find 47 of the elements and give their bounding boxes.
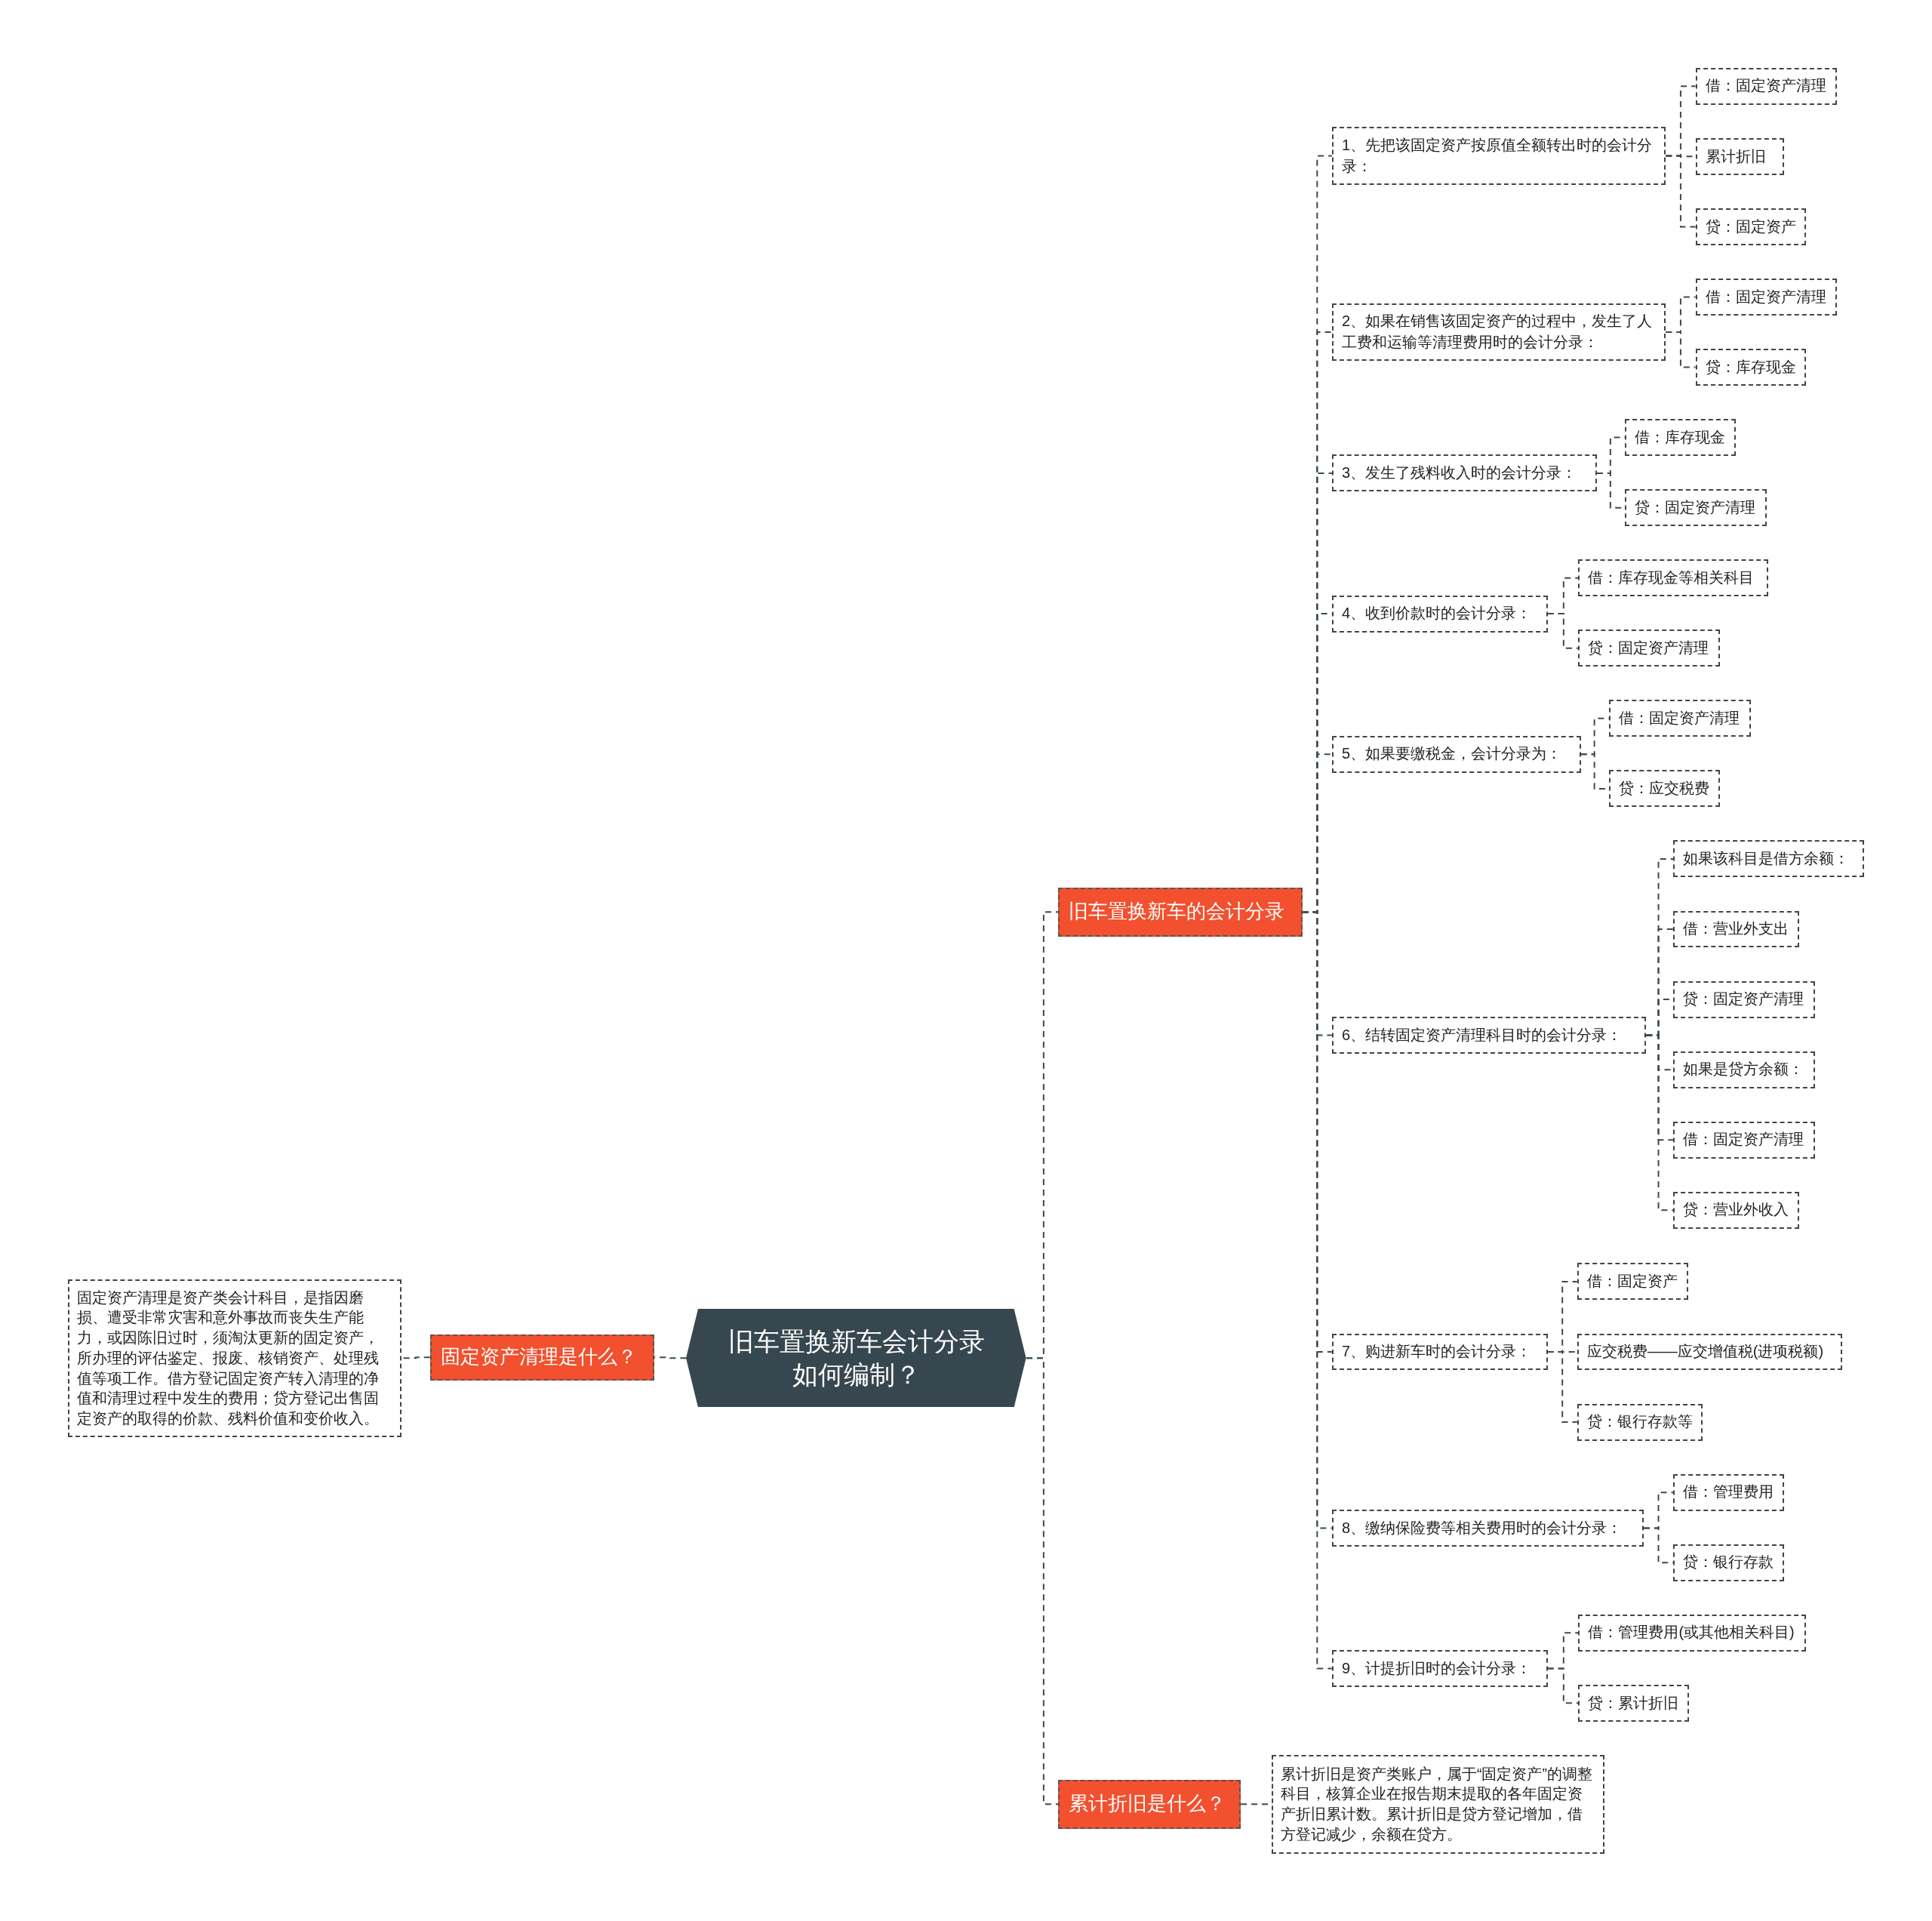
entry-box: 7、购进新车时的会计分录：: [1331, 1333, 1548, 1371]
branch-box: 旧车置换新车的会计分录: [1058, 887, 1303, 937]
entry-box: 借：固定资产: [1577, 1263, 1688, 1301]
entry-box: 贷：银行存款等: [1577, 1403, 1703, 1441]
entry-box: 借：营业外支出: [1673, 910, 1799, 948]
connector-line: [1665, 155, 1697, 228]
entry-box: 累计折旧: [1695, 137, 1785, 175]
entry-box: 贷：固定资产清理: [1673, 981, 1815, 1018]
entry-box: 贷：固定资产清理: [1578, 630, 1721, 667]
entry-box: 借：管理费用(或其他相关科目): [1578, 1614, 1807, 1652]
entry-box: 1、先把该固定资产按原值全额转出时的会计分录：: [1331, 127, 1666, 185]
connector-line: [1026, 1357, 1060, 1806]
entry-box: 应交税费——应交增值税(进项税额): [1577, 1333, 1842, 1371]
connector-line: [1645, 1034, 1675, 1211]
entry-box: 6、结转固定资产清理科目时的会计分录：: [1331, 1016, 1647, 1054]
connector-line: [1546, 1667, 1580, 1704]
entry-box: 借：固定资产清理: [1609, 700, 1751, 737]
connector-line: [653, 1356, 688, 1359]
entry-box: 如果是贷方余额：: [1673, 1051, 1815, 1088]
topic-hexagon: 旧车置换新车会计分录如何编制？: [686, 1308, 1026, 1408]
connector-line: [1546, 1351, 1578, 1424]
entry-box: 贷：累计折旧: [1578, 1684, 1690, 1722]
entry-box: 8、缴纳保险费等相关费用时的会计分录：: [1331, 1510, 1644, 1547]
entry-box: 4、收到价款时的会计分录：: [1331, 595, 1548, 633]
entry-box: 借：固定资产清理: [1695, 278, 1838, 316]
entry-box: 如果该科目是借方余额：: [1673, 840, 1865, 878]
entry-box: 借：固定资产清理: [1673, 1121, 1815, 1159]
entry-box: 贷：应交税费: [1609, 770, 1721, 808]
note-box: 累计折旧是资产类账户，属于“固定资产”的调整科目，核算企业在报告期末提取的各年固定资产折旧累计数。累计折旧是贷方登记增加，借方登记减少，余额在贷方。: [1271, 1754, 1604, 1854]
entry-box: 贷：固定资产清理: [1625, 489, 1767, 527]
entry-box: 贷：营业外收入: [1673, 1191, 1799, 1229]
note-box: 固定资产清理是资产类会计科目，是指因磨损、遭受非常灾害和意外事故而丧失生产能力，或因陈旧过时，须淘汰更新的固定资产，所办理的评估鉴定、报废、核销资产、处理残值等项工作。借方登记固定资产转入清理的净值和清理过程中发生的费用；贷方登记出售固定资产的取得的价款、残料价值和变价收入。: [67, 1279, 402, 1437]
entry-box: 借：固定资产清理: [1695, 67, 1838, 105]
branch-box: 固定资产清理是什么？: [429, 1335, 654, 1381]
entry-box: 贷：库存现金: [1695, 349, 1807, 386]
entry-box: 9、计提折旧时的会计分录：: [1331, 1650, 1548, 1688]
entry-box: 贷：银行存款: [1673, 1544, 1785, 1581]
entry-box: 借：管理费用: [1673, 1473, 1785, 1511]
connector-line: [1546, 613, 1580, 649]
connector-line: [1665, 331, 1697, 368]
entry-box: 5、如果要缴税金，会计分录为：: [1331, 735, 1581, 773]
entry-box: 2、如果在销售该固定资产的过程中，发生了人工费和运输等清理费用时的会计分录：: [1331, 303, 1666, 362]
entry-box: 3、发生了残料收入时的会计分录：: [1331, 454, 1597, 492]
entry-box: 借：库存现金: [1625, 419, 1737, 457]
branch-box: 累计折旧是什么？: [1058, 1779, 1241, 1829]
entry-box: 借：库存现金等相关科目: [1578, 559, 1768, 597]
entry-box: 贷：固定资产: [1695, 208, 1807, 245]
